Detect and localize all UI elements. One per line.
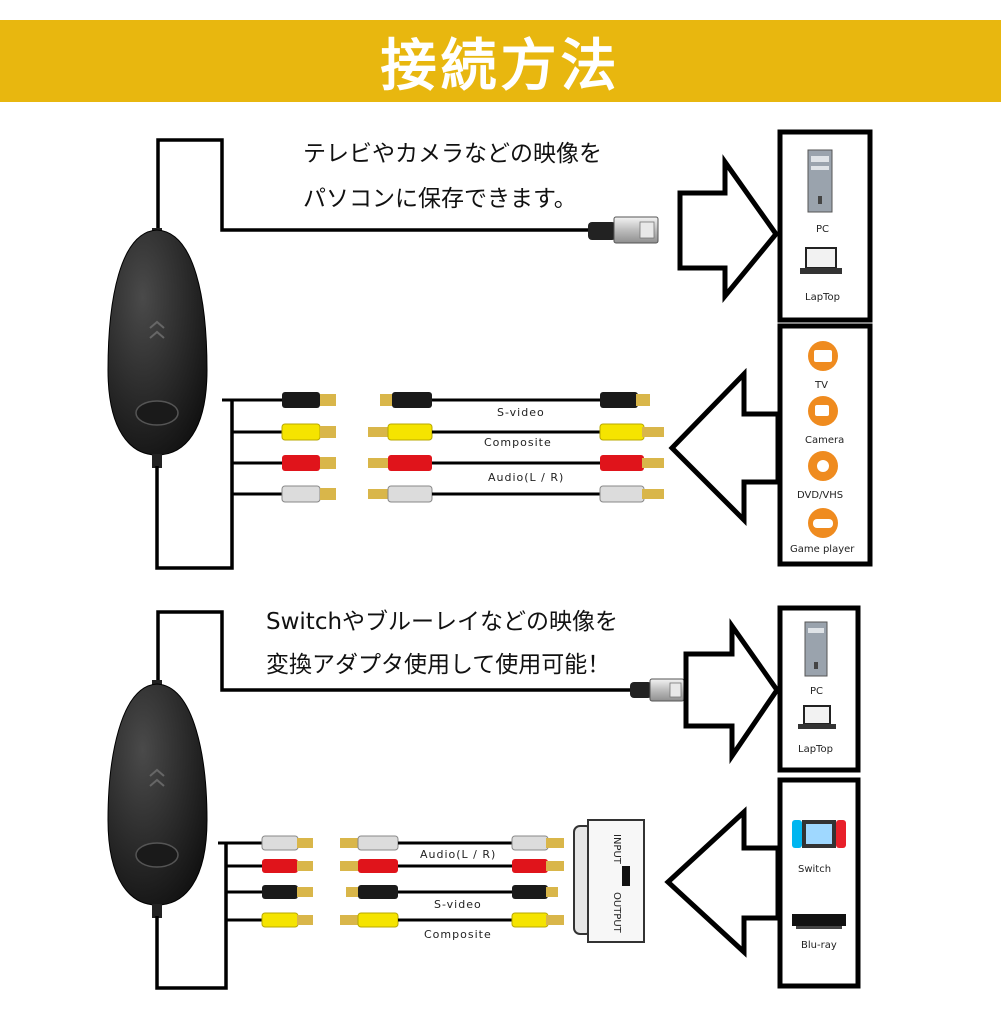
usb-plug-icon	[588, 216, 659, 244]
device-plugs-2	[261, 835, 313, 928]
laptop-icon	[798, 705, 836, 729]
device-label: LapTop	[805, 292, 840, 303]
cable-audio-white-2	[340, 835, 564, 851]
camera-icon	[808, 396, 838, 426]
dvd-vhs-icon	[808, 451, 838, 481]
hollow-arrow-icon	[683, 618, 781, 765]
caption-2-line1: Switchやブルーレイなどの映像を	[266, 609, 618, 635]
cable-label: Audio(L / R)	[420, 848, 496, 861]
device-label: PC	[816, 224, 829, 235]
caption-2-line2: 変換アダプタ使用して使用可能！	[266, 652, 610, 678]
hollow-arrow-icon	[677, 154, 780, 303]
title-banner: 接続方法	[0, 20, 1001, 102]
caption-1-line2: パソコンに保存できます。	[303, 186, 577, 212]
device-label: Camera	[805, 435, 844, 446]
capture-device	[107, 228, 208, 468]
desktop-tower-icon	[804, 621, 828, 677]
adapter-label: INPUT	[611, 834, 622, 865]
game-controller-icon	[808, 508, 838, 538]
device-label: Switch	[798, 864, 831, 875]
cable-s-video-1: S-video	[380, 392, 650, 419]
page-title: 接続方法	[380, 33, 621, 99]
cable-label: Audio(L / R)	[488, 471, 564, 484]
adapter-label: OUTPUT	[611, 892, 622, 934]
bluray-player-icon	[792, 914, 846, 929]
hollow-arrow-icon	[668, 367, 781, 527]
switch-console-icon	[792, 820, 846, 848]
cable-composite-1: Composite	[368, 423, 664, 449]
device-label: PC	[810, 686, 823, 697]
cable-label: S-video	[497, 406, 545, 419]
section-1: テレビやカメラなどの映像を パソコンに保存できます。	[107, 129, 873, 570]
device-label: Blu-ray	[801, 940, 837, 951]
cable-audio-red-2: Audio(L / R)	[340, 848, 564, 873]
cable-audio-red-1: Audio(L / R)	[368, 455, 664, 484]
scart-adapter: INPUT OUTPUT	[573, 819, 645, 943]
cable-label: S-video	[434, 898, 482, 911]
usb-plug-icon	[630, 678, 685, 702]
caption-1-line1: テレビやカメラなどの映像を	[303, 141, 602, 167]
desktop-tower-icon	[807, 149, 833, 213]
cable-audio-white-1	[368, 485, 664, 503]
hollow-arrow-icon	[664, 806, 781, 958]
laptop-icon	[800, 247, 842, 274]
cable-label: Composite	[424, 928, 492, 941]
output-box-1: PC LapTop	[777, 129, 873, 323]
tv-icon	[808, 341, 838, 371]
capture-device	[107, 680, 208, 918]
output-box-2: PC LapTop	[777, 605, 861, 773]
input-box-1: TV Camera DVD/VHS Game player	[777, 323, 873, 567]
device-label: LapTop	[798, 744, 833, 755]
cable-composite-2: Composite	[340, 912, 564, 941]
device-label: TV	[814, 380, 828, 391]
device-label: DVD/VHS	[797, 490, 843, 501]
device-plugs-1	[281, 392, 336, 503]
input-box-2: Switch Blu-ray	[777, 777, 861, 989]
cable-s-video-2: S-video	[346, 885, 558, 911]
device-label: Game player	[790, 544, 855, 555]
section-2: Switchやブルーレイなどの映像を 変換アダプタ使用して使用可能！	[107, 605, 861, 990]
cable-label: Composite	[484, 436, 552, 449]
